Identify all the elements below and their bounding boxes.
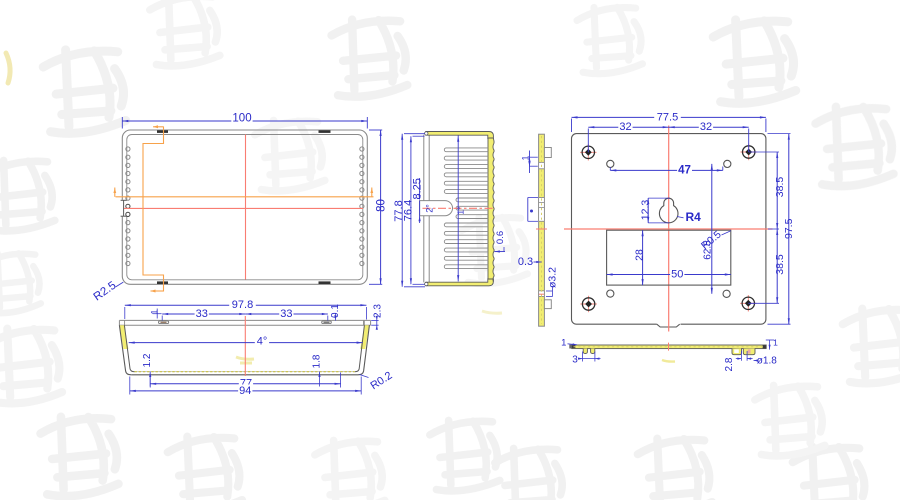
svg-text:ø3.2: ø3.2 xyxy=(547,267,559,288)
svg-text:0.3: 0.3 xyxy=(518,256,533,268)
svg-text:94: 94 xyxy=(239,385,251,397)
svg-text:77.5: 77.5 xyxy=(657,111,678,123)
svg-text:2.3: 2.3 xyxy=(373,304,384,318)
svg-text:1: 1 xyxy=(520,155,530,160)
svg-text:0.1: 0.1 xyxy=(330,304,341,318)
svg-text:77.8: 77.8 xyxy=(393,200,405,221)
svg-text:1.2: 1.2 xyxy=(142,353,153,367)
svg-text:R4: R4 xyxy=(686,210,702,224)
svg-text:76.4: 76.4 xyxy=(403,200,415,221)
svg-text:32: 32 xyxy=(619,121,631,133)
svg-text:1°: 1° xyxy=(455,206,465,214)
svg-text:0.6: 0.6 xyxy=(495,231,506,244)
svg-text:32: 32 xyxy=(700,121,712,133)
svg-text:33: 33 xyxy=(196,308,208,320)
svg-text:97.8: 97.8 xyxy=(232,299,253,311)
svg-text:12.3: 12.3 xyxy=(639,200,651,221)
svg-text:100: 100 xyxy=(232,113,251,125)
svg-text:2°: 2° xyxy=(425,204,435,213)
svg-text:ø1.8: ø1.8 xyxy=(757,355,777,366)
svg-text:97.5: 97.5 xyxy=(783,218,795,239)
svg-text:28: 28 xyxy=(634,249,646,261)
svg-text:33: 33 xyxy=(280,308,292,320)
svg-text:62.5: 62.5 xyxy=(702,240,713,260)
svg-text:2.8: 2.8 xyxy=(724,357,735,371)
svg-text:50: 50 xyxy=(671,268,683,280)
svg-text:3: 3 xyxy=(572,354,578,365)
svg-text:1: 1 xyxy=(561,338,566,349)
svg-text:47: 47 xyxy=(678,164,691,176)
svg-text:38.5: 38.5 xyxy=(774,254,786,275)
svg-text:1: 1 xyxy=(150,309,160,314)
svg-text:80: 80 xyxy=(375,199,387,212)
svg-text:4°: 4° xyxy=(257,336,268,348)
svg-text:1.8: 1.8 xyxy=(311,354,322,368)
svg-text:1: 1 xyxy=(773,337,778,347)
svg-text:8.25: 8.25 xyxy=(412,178,424,199)
svg-text:38.5: 38.5 xyxy=(774,177,786,198)
